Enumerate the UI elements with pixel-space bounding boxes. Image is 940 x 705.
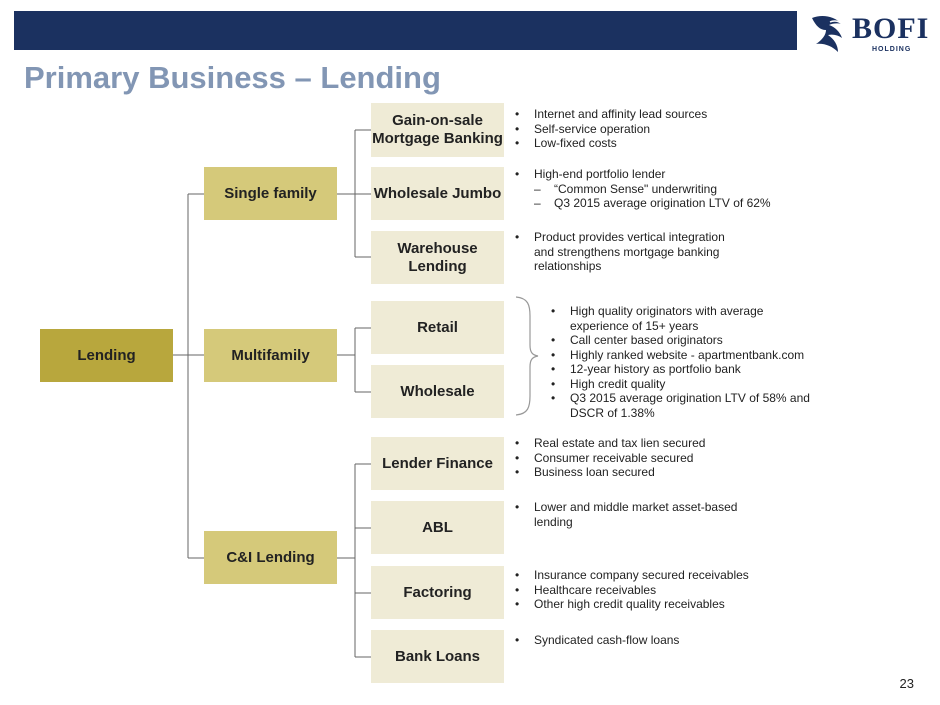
bullet-item: High credit quality bbox=[548, 377, 810, 392]
bullet-continuation: lending bbox=[534, 514, 573, 529]
desc-lender-finance: Real estate and tax lien secured Consume… bbox=[512, 436, 705, 480]
sub-bullet-item: “Common Sense" underwriting bbox=[512, 182, 771, 197]
logo-subtitle: HOLDING bbox=[872, 46, 912, 53]
node-bank-loans: Bank Loans bbox=[371, 630, 504, 683]
desc-wholesale-jumbo: High-end portfolio lender “Common Sense"… bbox=[512, 167, 771, 211]
bullet-item: 12-year history as portfolio bank bbox=[548, 362, 810, 377]
node-multifamily: Multifamily bbox=[204, 329, 337, 382]
node-warehouse-lending: Warehouse Lending bbox=[371, 231, 504, 284]
brace-icon bbox=[515, 296, 539, 416]
bullet-item: High-end portfolio lender bbox=[512, 167, 771, 182]
node-lending: Lending bbox=[40, 329, 173, 382]
logo-wordmark: BOFI bbox=[852, 12, 930, 45]
node-ci-lending: C&I Lending bbox=[204, 531, 337, 584]
bullet-continuation: experience of 15+ years bbox=[570, 318, 699, 333]
bullet-item: Real estate and tax lien secured bbox=[512, 436, 705, 451]
desc-multifamily: High quality originators with average ex… bbox=[548, 304, 810, 420]
bullet-item: Healthcare receivables bbox=[512, 583, 749, 598]
node-factoring: Factoring bbox=[371, 566, 504, 619]
desc-warehouse: Product provides vertical integration an… bbox=[512, 230, 725, 274]
node-abl: ABL bbox=[371, 501, 504, 554]
node-retail: Retail bbox=[371, 301, 504, 354]
bullet-continuation: relationships bbox=[534, 259, 602, 273]
page-title: Primary Business – Lending bbox=[24, 60, 441, 95]
bullet-continuation: and strengthens mortgage banking bbox=[534, 244, 720, 259]
page-number: 23 bbox=[899, 676, 914, 691]
header-bar bbox=[14, 11, 797, 50]
desc-gain-on-sale: Internet and affinity lead sources Self-… bbox=[512, 107, 707, 151]
bullet-item: Low-fixed costs bbox=[512, 136, 707, 151]
eagle-logo-icon bbox=[812, 16, 843, 52]
node-wholesale: Wholesale bbox=[371, 365, 504, 418]
bullet-item: High quality originators with average bbox=[548, 304, 810, 319]
bullet-continuation: DSCR of 1.38% bbox=[570, 405, 655, 420]
bullet-item: Call center based originators bbox=[548, 333, 810, 348]
bullet-item: Q3 2015 average origination LTV of 58% a… bbox=[548, 391, 810, 406]
bullet-item: Self-service operation bbox=[512, 122, 707, 137]
bullet-item: Consumer receivable secured bbox=[512, 451, 705, 466]
desc-abl: Lower and middle market asset-based lend… bbox=[512, 500, 737, 529]
bullet-item: Product provides vertical integration bbox=[512, 230, 725, 245]
node-gain-on-sale: Gain-on-sale Mortgage Banking bbox=[371, 103, 504, 157]
bullet-item: Syndicated cash-flow loans bbox=[512, 633, 679, 648]
bullet-item: Internet and affinity lead sources bbox=[512, 107, 707, 122]
node-wholesale-jumbo: Wholesale Jumbo bbox=[371, 167, 504, 220]
node-lender-finance: Lender Finance bbox=[371, 437, 504, 490]
node-single-family: Single family bbox=[204, 167, 337, 220]
desc-factoring: Insurance company secured receivables He… bbox=[512, 568, 749, 612]
bullet-item: Highly ranked website - apartmentbank.co… bbox=[548, 348, 810, 363]
bullet-item: Business loan secured bbox=[512, 465, 705, 480]
bullet-item: Lower and middle market asset-based bbox=[512, 500, 737, 515]
bullet-item: Insurance company secured receivables bbox=[512, 568, 749, 583]
sub-bullet-item: Q3 2015 average origination LTV of 62% bbox=[512, 196, 771, 211]
desc-bank-loans: Syndicated cash-flow loans bbox=[512, 633, 679, 648]
bullet-item: Other high credit quality receivables bbox=[512, 597, 749, 612]
